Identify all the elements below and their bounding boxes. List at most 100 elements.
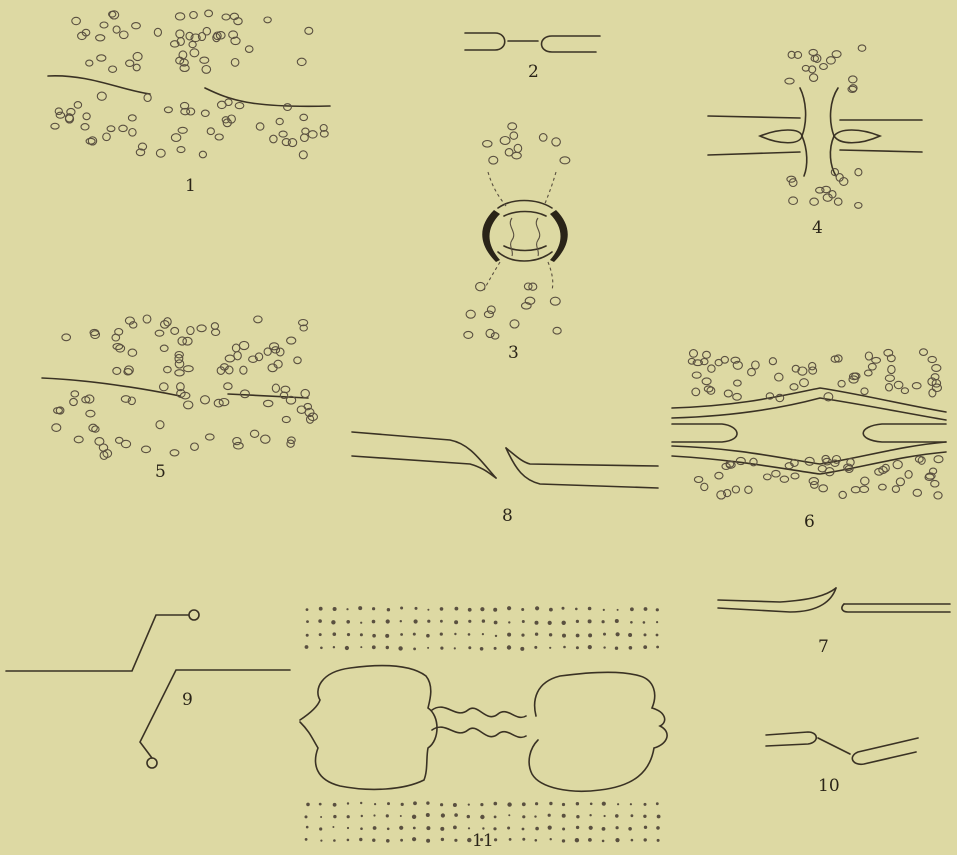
figure-5-drawing <box>42 315 317 460</box>
stipple-dot <box>385 634 389 638</box>
stipple-dot <box>508 814 510 816</box>
stipple-dot <box>630 803 632 805</box>
stipple-dot <box>346 608 348 610</box>
stipple-dot <box>320 647 323 650</box>
cell-circle <box>855 203 862 209</box>
stipple-dot <box>306 620 309 623</box>
stipple-dot <box>521 608 524 611</box>
stipple-dot <box>454 633 456 635</box>
cell-circle <box>872 357 881 363</box>
stipple-dot <box>493 827 496 830</box>
cell-circle <box>552 138 561 146</box>
stipple-dot <box>400 839 403 842</box>
cell-circle <box>54 408 63 414</box>
stipple-dot <box>333 839 336 842</box>
stipple-dot <box>468 827 470 829</box>
cell-circle <box>879 484 887 490</box>
cell-circle <box>539 134 547 142</box>
cell-circle <box>203 27 210 35</box>
stipple-dot <box>617 803 619 805</box>
cell-circle <box>299 151 307 159</box>
stipple-dot <box>615 814 619 818</box>
cell-circle <box>816 187 824 193</box>
cell-circle <box>187 327 194 335</box>
cell-circle <box>790 384 798 390</box>
cell-circle <box>772 470 780 477</box>
stipple-dot <box>657 815 661 819</box>
cell-circle <box>294 357 301 364</box>
stipple-dot <box>521 634 524 637</box>
cell-circle <box>120 31 129 39</box>
stipple-dot <box>319 827 322 830</box>
stipple-dot <box>306 826 309 829</box>
stipple-dot <box>507 606 511 610</box>
figure-label-4: 4 <box>812 218 823 238</box>
cell-circle <box>702 378 711 385</box>
cell-circle <box>52 424 61 432</box>
stipple-dot <box>413 648 416 651</box>
cell-circle <box>810 198 819 205</box>
cell-circle <box>483 141 492 148</box>
stipple-dot <box>387 608 390 611</box>
stipple-dot <box>603 646 605 648</box>
cell-circle <box>484 311 493 318</box>
cell-circle <box>160 383 169 391</box>
stipple-dot <box>345 646 349 650</box>
cell-circle <box>56 112 64 118</box>
stipple-dot <box>386 646 389 649</box>
cell-circle <box>736 457 745 464</box>
cell-circle <box>301 134 309 142</box>
cell-circle <box>189 41 196 47</box>
stipple-dot <box>441 838 444 841</box>
stipple-dot <box>480 647 484 651</box>
cell-circle <box>724 490 731 497</box>
stipple-dot <box>440 803 443 806</box>
stipple-dot <box>644 838 647 841</box>
stipple-dot <box>426 839 430 843</box>
cell-circle <box>254 316 262 323</box>
cell-circle <box>256 123 264 130</box>
stipple-dot <box>630 621 633 624</box>
stipple-dot <box>454 620 458 624</box>
cell-circle <box>239 341 248 349</box>
stipple-dot <box>643 621 646 624</box>
cell-circle <box>791 473 799 479</box>
stipple-dot <box>615 838 619 842</box>
cell-circle <box>297 406 306 413</box>
figure-4-drawing <box>708 45 922 208</box>
cell-circle <box>224 383 232 390</box>
cell-circle <box>734 380 742 386</box>
stipple-dot <box>628 633 632 637</box>
stipple-dot <box>480 803 483 806</box>
figure-11-drawing <box>300 606 667 843</box>
cell-circle <box>489 156 498 164</box>
cell-circle <box>464 331 473 338</box>
figure-label-6: 6 <box>804 512 815 532</box>
stipple-dot <box>359 838 362 841</box>
cell-circle <box>100 22 108 28</box>
cell-circle <box>764 474 772 480</box>
cell-circle <box>733 393 742 400</box>
stipple-dot <box>535 606 539 610</box>
cell-circle <box>308 131 317 138</box>
cell-circle <box>225 355 234 362</box>
stipple-dot <box>373 826 377 830</box>
cell-circle <box>861 388 868 395</box>
stipple-dot <box>575 838 579 842</box>
cell-circle <box>820 64 828 70</box>
stipple-dot <box>508 621 510 623</box>
stipple-dot <box>588 607 592 611</box>
cell-circle <box>197 325 206 332</box>
cell-circle <box>920 349 928 356</box>
cell-circle <box>129 129 136 137</box>
cell-circle <box>692 388 700 396</box>
cell-circle <box>287 337 296 344</box>
cell-circle <box>505 149 513 156</box>
cell-circle <box>113 26 120 33</box>
stipple-dot <box>440 827 444 831</box>
stipple-dot <box>400 607 403 610</box>
cell-circle <box>802 65 809 71</box>
cell-circle <box>164 107 172 113</box>
stipple-dot <box>333 815 336 818</box>
figure-label-7: 7 <box>818 637 829 657</box>
